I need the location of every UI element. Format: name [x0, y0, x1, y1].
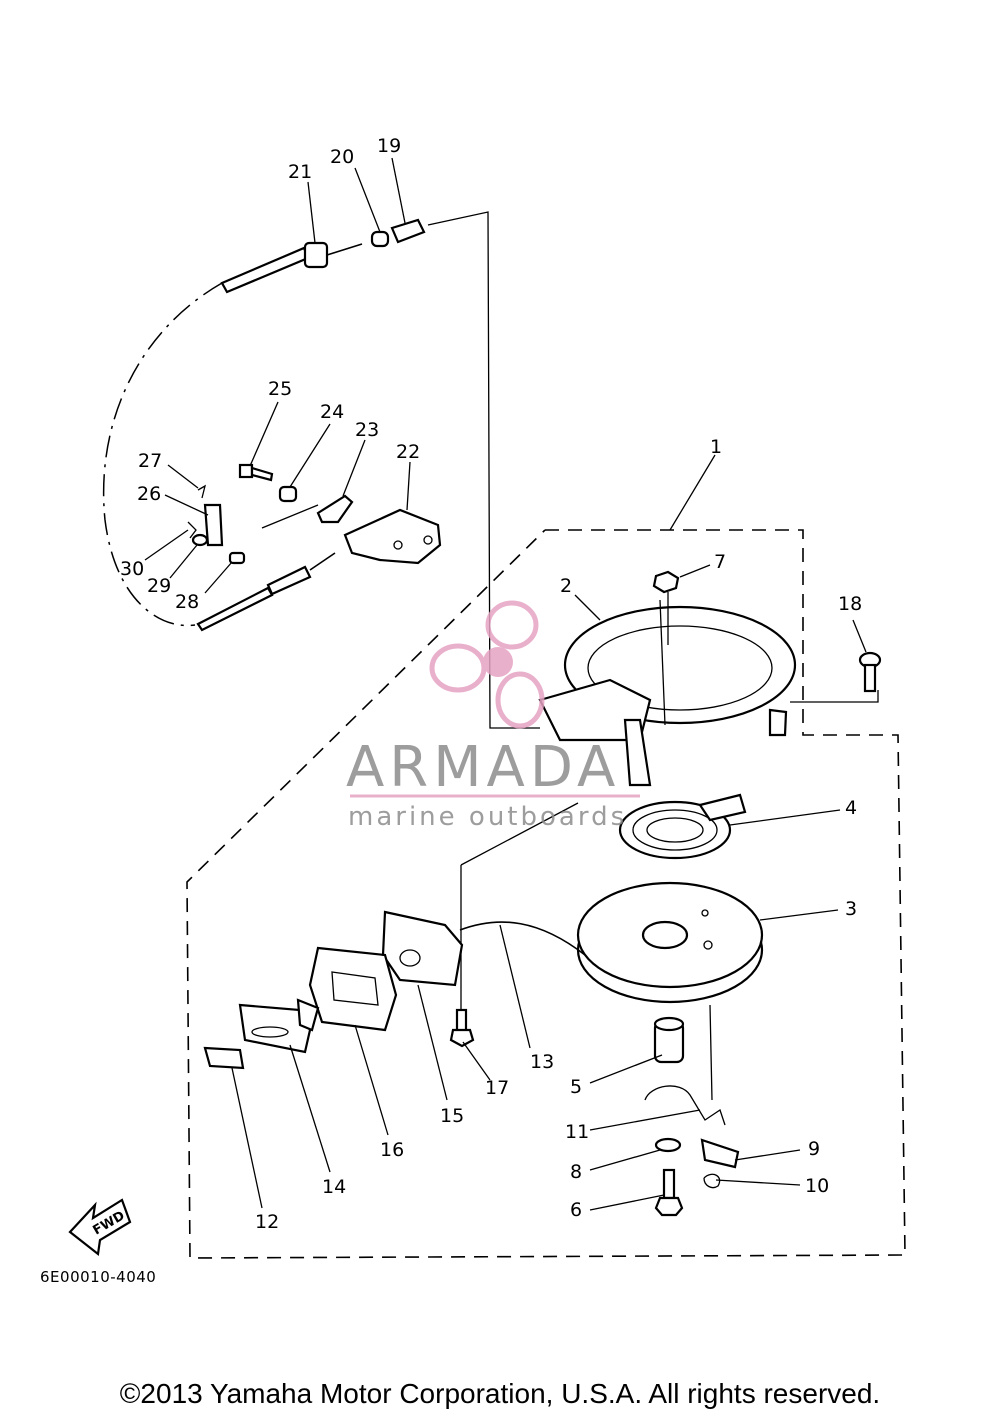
leader-lines	[144, 157, 867, 1211]
watermark-tagline: marine outboards	[348, 802, 628, 832]
bolt-18	[790, 651, 882, 703]
starter-housing	[538, 599, 797, 787]
bolt-6	[654, 1168, 684, 1217]
callout-23: 23	[355, 419, 379, 441]
callout-10: 10	[805, 1175, 829, 1197]
nut-7	[652, 570, 680, 594]
callout-17: 17	[485, 1077, 509, 1099]
bushing-5	[653, 1016, 685, 1064]
starter-rope-13	[459, 921, 586, 956]
copyright-notice: ©2013 Yamaha Motor Corporation, U.S.A. A…	[119, 1378, 881, 1409]
callout-5: 5	[570, 1076, 582, 1098]
watermark-brand: ARMADA	[346, 735, 621, 800]
armada-logo-icon	[429, 600, 545, 729]
callout-8: 8	[570, 1161, 582, 1183]
reel-3	[576, 881, 764, 1004]
washer-8	[654, 1137, 682, 1153]
clip-10	[703, 1173, 721, 1189]
callout-6: 6	[570, 1199, 582, 1221]
callout-20: 20	[330, 146, 354, 168]
callout-30: 30	[120, 558, 144, 580]
rope-guide-15	[381, 910, 464, 987]
callout-28: 28	[175, 591, 199, 613]
callout-16: 16	[380, 1139, 404, 1161]
forward-arrow-icon	[68, 1198, 132, 1257]
callout-24: 24	[320, 401, 344, 423]
callout-22: 22	[396, 441, 420, 463]
callout-3: 3	[845, 898, 857, 920]
choke-linkage	[187, 463, 442, 632]
callout-15: 15	[440, 1105, 464, 1127]
callout-12: 12	[255, 1211, 279, 1233]
callout-9: 9	[808, 1138, 820, 1160]
cable-routing-line	[102, 282, 223, 627]
callout-27: 27	[138, 450, 162, 472]
bolt-17	[449, 802, 579, 1048]
callout-18: 18	[838, 593, 862, 615]
callout-25: 25	[268, 378, 292, 400]
callout-26: 26	[137, 483, 161, 505]
callout-1: 1	[710, 436, 722, 458]
spring-11	[644, 1085, 726, 1126]
callout-29: 29	[147, 575, 171, 597]
handle-cover-16	[308, 946, 398, 1032]
pawl-9	[700, 1138, 740, 1169]
assembly-boundary	[186, 529, 906, 1259]
choke-cable-end	[220, 218, 426, 294]
callout-13: 13	[530, 1051, 554, 1073]
callout-2: 2	[560, 575, 572, 597]
spiral-spring-4	[618, 793, 747, 860]
callout-21: 21	[288, 161, 312, 183]
starter-handle-14	[238, 998, 320, 1054]
callout-7: 7	[714, 551, 726, 573]
callout-14: 14	[322, 1176, 346, 1198]
callout-11: 11	[565, 1121, 589, 1143]
callout-4: 4	[845, 797, 857, 819]
link-line-19	[427, 211, 540, 729]
drawing-code: 6E00010-4040	[40, 1268, 157, 1286]
callout-19: 19	[377, 135, 401, 157]
callout-labels: 1 2 3 4 5 6 7 8 9 10 11 12 13 14 15 16 1…	[120, 135, 862, 1233]
plug-12	[203, 1046, 245, 1070]
